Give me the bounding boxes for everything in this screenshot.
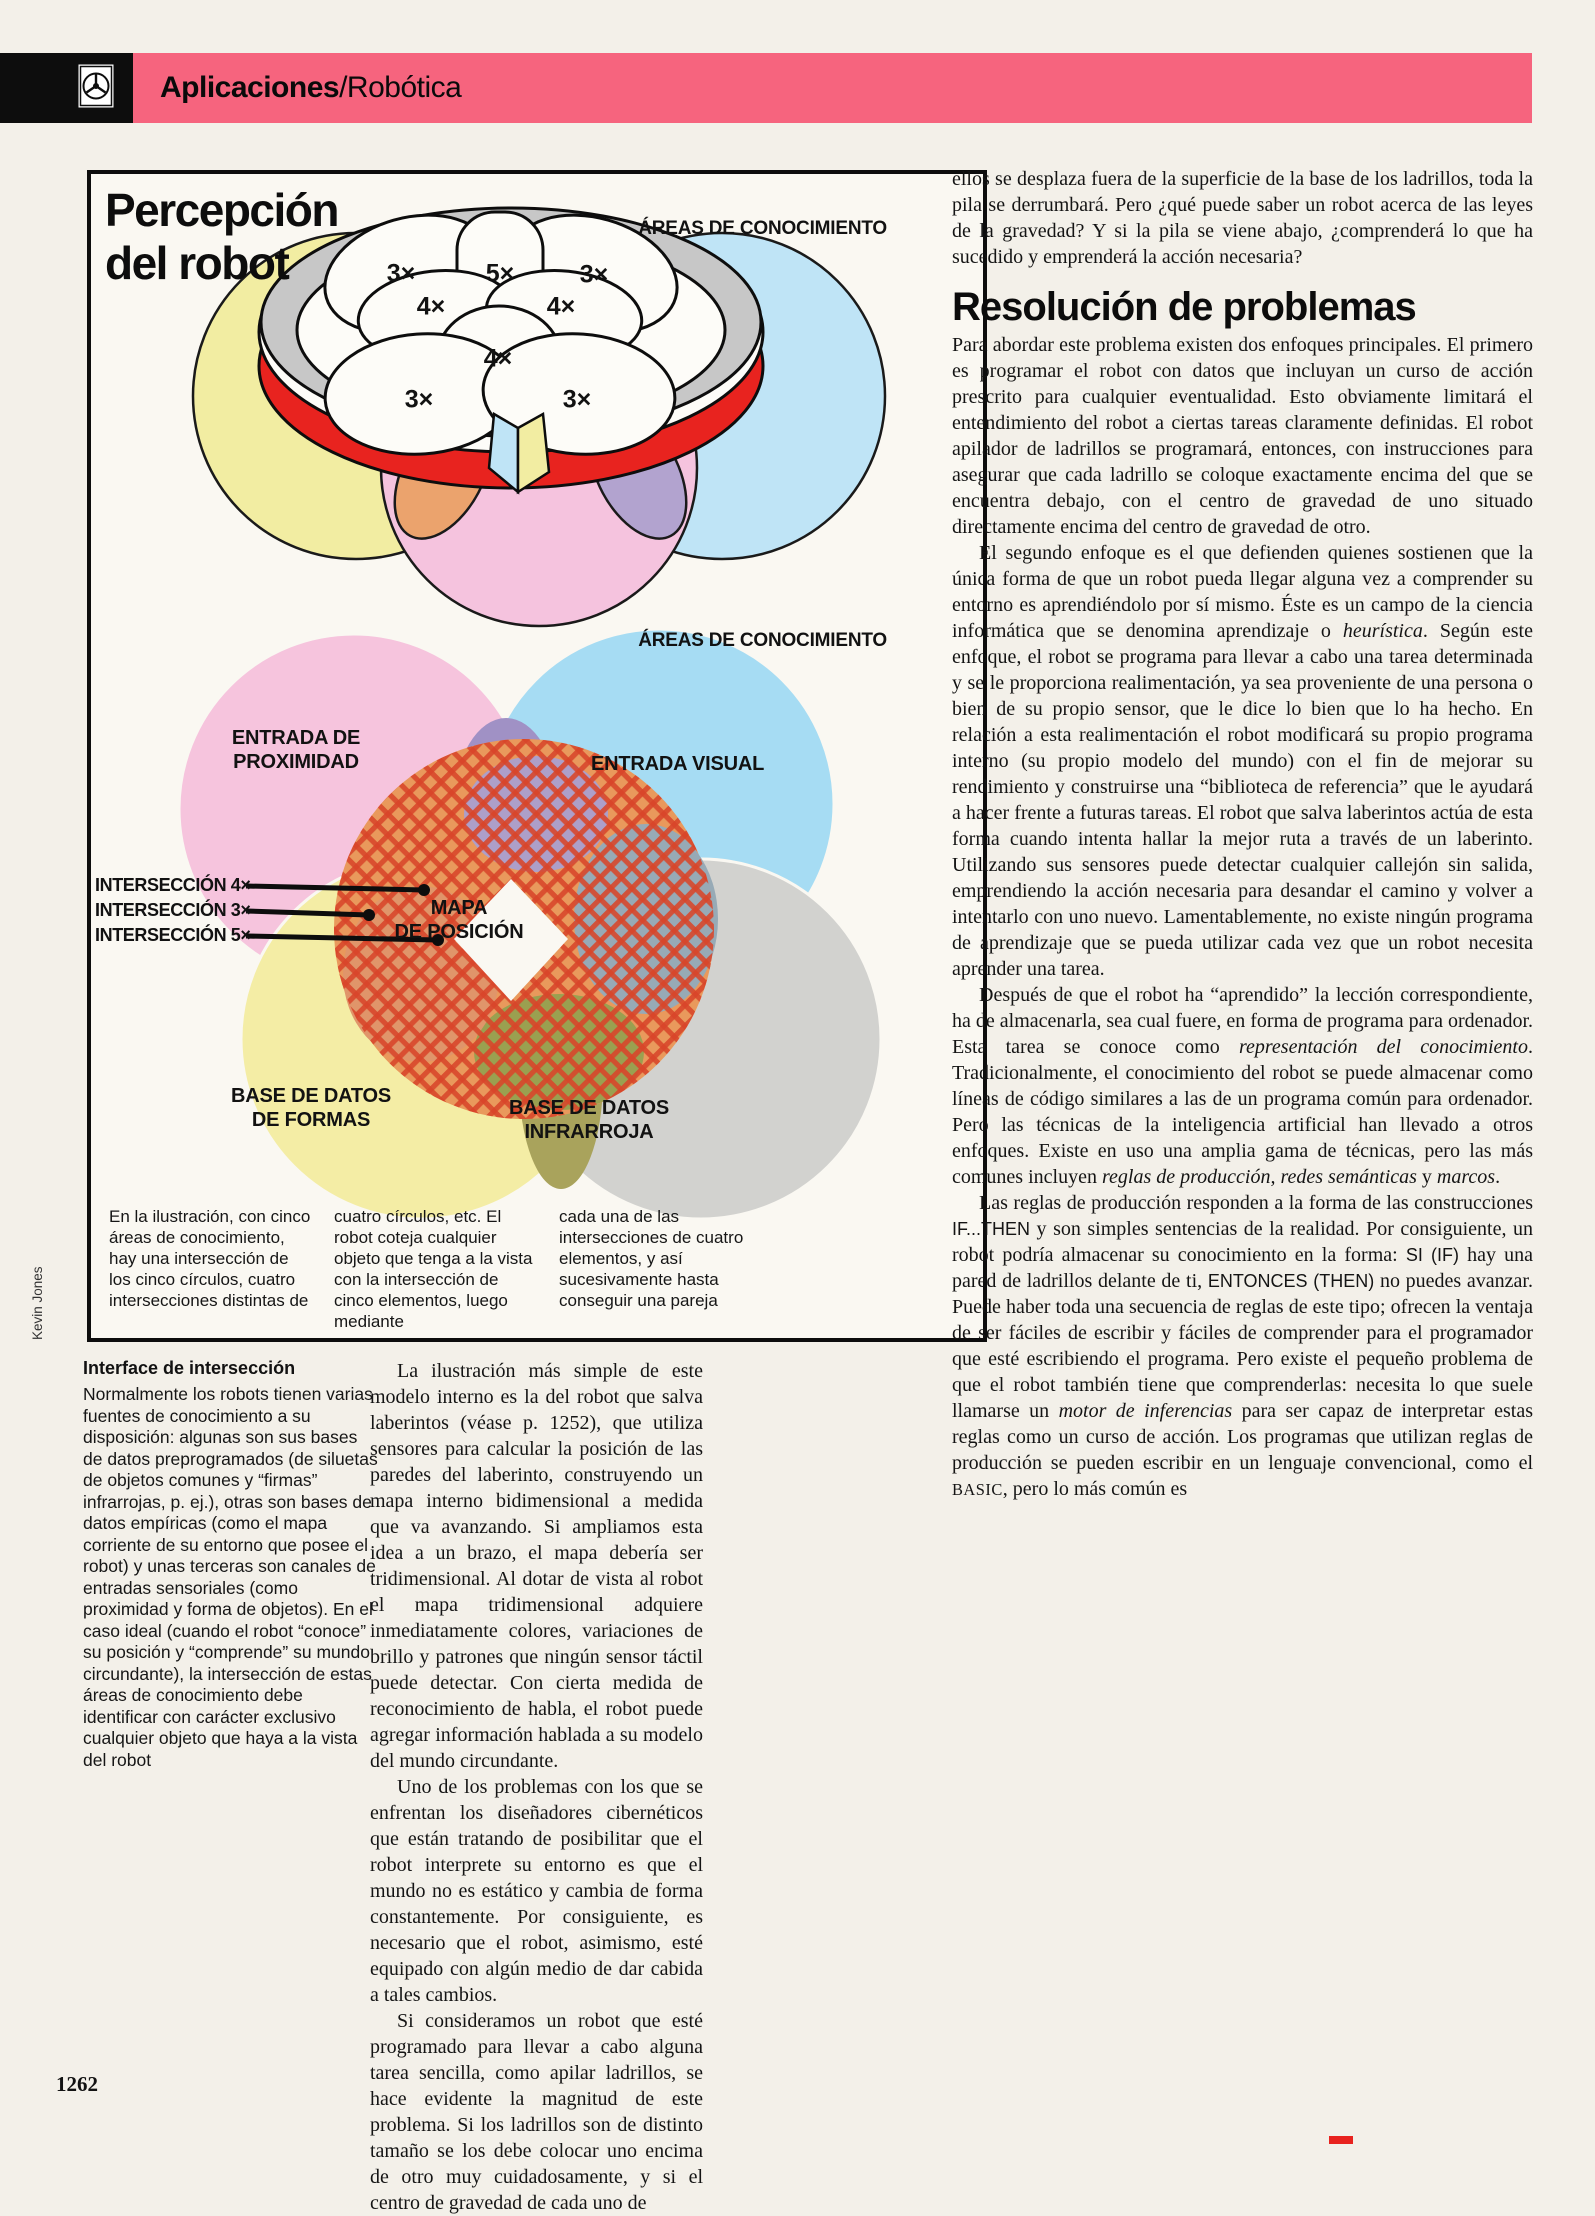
top-knowledge-diagram <box>191 206 887 628</box>
intersection-count-label: 4× <box>483 344 513 373</box>
intersection-count-label: 3× <box>579 260 609 289</box>
areas-conocimiento-label-top: ÁREAS DE CONOCIMIENTO <box>638 218 887 239</box>
intersection-count-label: 3× <box>386 259 416 288</box>
sidebar-body: Normalmente los robots tienen varias fue… <box>83 1384 378 1770</box>
middle-paragraph-1: La ilustración más simple de este modelo… <box>370 1360 703 1772</box>
section-logo-icon <box>76 62 116 110</box>
footer-red-mark <box>1329 2136 1353 2144</box>
right-intro-paragraph: ellos se desplaza fuera de la superficie… <box>952 168 1533 268</box>
figure-title-line1: Percepción <box>105 184 340 236</box>
middle-paragraph-3: Si consideramos un robot que esté progra… <box>370 2010 703 2214</box>
section-title: Aplicaciones/Robótica <box>160 71 462 105</box>
figure-caption-col3: cada una de las intersecciones de cuatro… <box>559 1207 744 1310</box>
photo-credit: Kevin Jones <box>30 1266 45 1340</box>
venn-knowledge-diagram <box>177 627 883 1221</box>
figure-caption-col2: cuatro círculos, etc. El robot coteja cu… <box>334 1207 533 1331</box>
interseccion-4-label: INTERSECCIÓN 4× <box>95 875 251 895</box>
intersection-count-label: 4× <box>416 292 446 321</box>
interseccion-3-label: INTERSECCIÓN 3× <box>95 900 251 920</box>
interseccion-5-label: INTERSECCIÓN 5× <box>95 925 251 945</box>
figure-diagram <box>177 206 887 1221</box>
middle-paragraph-2: Uno de los problemas con los que se enfr… <box>370 1776 703 2006</box>
areas-conocimiento-label-bottom: ÁREAS DE CONOCIMIENTO <box>638 630 887 651</box>
entrada-proximidad-label: ENTRADA DE PROXIMIDAD <box>231 727 361 773</box>
right-column: ellos se desplaza fuera de la superficie… <box>952 166 1533 1503</box>
sidebar-heading: Interface de intersección <box>83 1358 296 1378</box>
section-title-rest: /Robótica <box>339 71 462 104</box>
intersection-count-label: 3× <box>562 385 592 414</box>
right-paragraph-4: Las reglas de producción responden a la … <box>952 1192 1533 1500</box>
section-banner: Aplicaciones/Robótica <box>133 53 1532 123</box>
middle-column: La ilustración más simple de este modelo… <box>370 1358 703 2216</box>
right-paragraph-2: El segundo enfoque es el que defienden q… <box>952 542 1533 980</box>
right-paragraph-3: Después de que el robot ha “aprendido” l… <box>952 984 1533 1188</box>
entrada-visual-label: ENTRADA VISUAL <box>591 753 765 775</box>
figure-title: Percepción del robot <box>105 184 340 290</box>
page-number: 1262 <box>56 2072 98 2096</box>
section-title-bold: Aplicaciones <box>160 71 340 104</box>
base-datos-infrarroja-label: BASE DE DATOS INFRARROJA <box>508 1097 670 1143</box>
intersection-count-label: 3× <box>404 385 434 414</box>
mapa-posicion-label: MAPA DE POSICIÓN <box>394 897 524 943</box>
figure-title-line2: del robot <box>105 237 290 289</box>
figure-caption-col1: En la ilustración, con cinco áreas de co… <box>109 1207 311 1310</box>
intersection-count-label: 4× <box>546 292 576 321</box>
base-datos-formas-label: BASE DE DATOS DE FORMAS <box>230 1085 392 1131</box>
figure-box: Percepción del robot ÁREAS DE CONOCIMIEN… <box>87 170 987 1342</box>
intersection-count-label: 5× <box>485 259 515 288</box>
section-heading-resolucion: Resolución de problemas <box>952 285 1417 329</box>
right-paragraph-1: Para abordar este problema existen dos e… <box>952 334 1533 538</box>
